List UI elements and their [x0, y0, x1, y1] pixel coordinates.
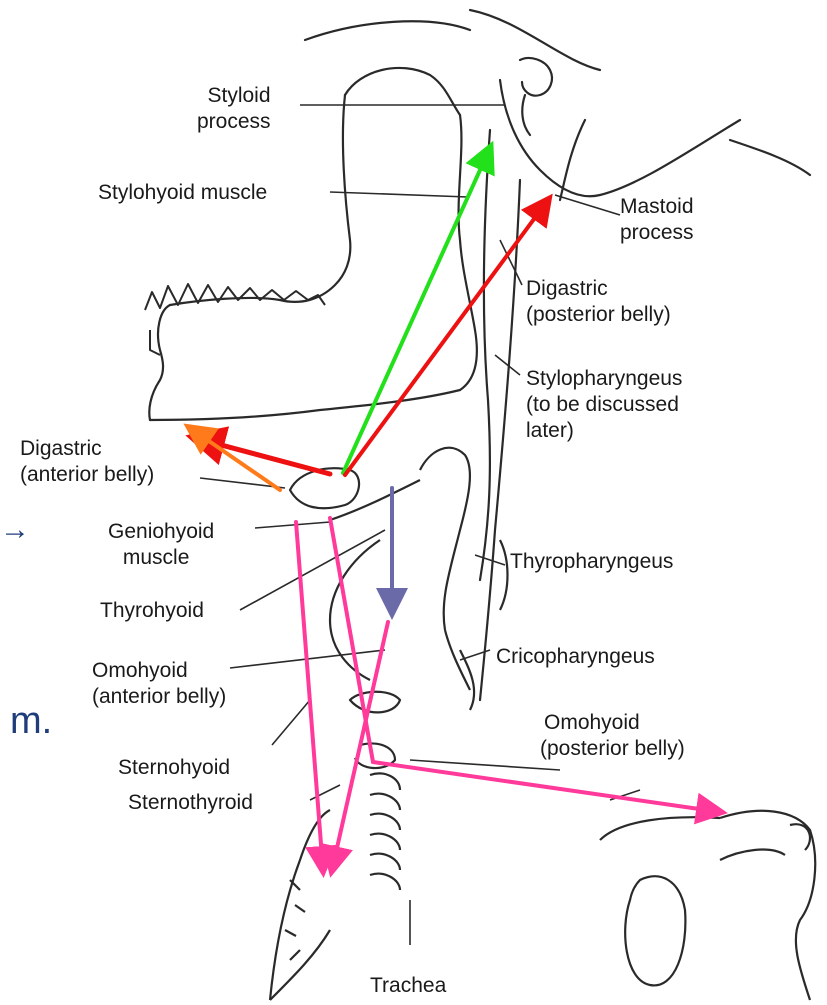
- label-mastoid-process: Mastoid process: [620, 194, 694, 246]
- label-thyropharyngeus: Thyropharyngeus: [510, 549, 673, 575]
- clavicle-and-scapula-sketch: [270, 810, 815, 1000]
- label-thyrohyoid: Thyrohyoid: [100, 598, 204, 624]
- teeth-sketch: [145, 284, 325, 355]
- label-omohyoid-posterior: Omohyoid (posterior belly): [540, 710, 685, 762]
- label-stylophar-line1: Stylopharyngeus: [526, 366, 682, 392]
- label-sternohyoid: Sternohyoid: [118, 755, 230, 781]
- label-styloid-process: Styloid process: [207, 83, 271, 135]
- sternohyoid-arrow: [296, 522, 323, 870]
- label-omohyoid-post-line1: Omohyoid: [544, 710, 685, 736]
- label-digastric-ant-line2: (anterior belly): [20, 462, 154, 488]
- label-sternothyroid: Sternothyroid: [128, 790, 253, 816]
- label-omohyoid-ant-line1: Omohyoid: [92, 658, 226, 684]
- label-digastric-post-line1: Digastric: [526, 276, 671, 302]
- label-omohyoid-post-line2: (posterior belly): [540, 736, 685, 762]
- label-geniohyoid-line1: Geniohyoid: [108, 519, 214, 545]
- label-trachea: Trachea: [370, 973, 446, 999]
- label-digastric-posterior: Digastric (posterior belly): [526, 276, 671, 328]
- label-omohyoid-ant-line2: (anterior belly): [92, 684, 226, 710]
- text-fragment: m.: [10, 700, 52, 743]
- label-mastoid-line1: Mastoid: [620, 194, 694, 220]
- larynx-and-hyoid-sketch: [290, 448, 508, 890]
- label-styloid-line2: process: [197, 109, 271, 135]
- arrow-glyph: →: [0, 513, 30, 547]
- label-omohyoid-anterior: Omohyoid (anterior belly): [92, 658, 226, 710]
- label-digastric-ant-line1: Digastric: [20, 436, 154, 462]
- label-digastric-post-line2: (posterior belly): [526, 302, 671, 328]
- label-digastric-anterior: Digastric (anterior belly): [20, 436, 154, 488]
- label-styloid-line1: Styloid: [207, 83, 271, 109]
- leader-lines: [200, 105, 640, 945]
- label-stylophar-line3: later): [526, 418, 682, 444]
- label-stylopharyngeus: Stylopharyngeus (to be discussed later): [526, 366, 682, 444]
- label-stylophar-line2: (to be discussed: [526, 392, 682, 418]
- label-geniohyoid-line2: muscle: [98, 545, 214, 571]
- label-stylohyoid-muscle: Stylohyoid muscle: [98, 180, 267, 206]
- label-geniohyoid-muscle: Geniohyoid muscle: [108, 519, 214, 571]
- label-mastoid-line2: process: [620, 220, 694, 246]
- sternothyroid-arrow: [330, 518, 373, 762]
- label-cricopharyngeus: Cricopharyngeus: [496, 644, 655, 670]
